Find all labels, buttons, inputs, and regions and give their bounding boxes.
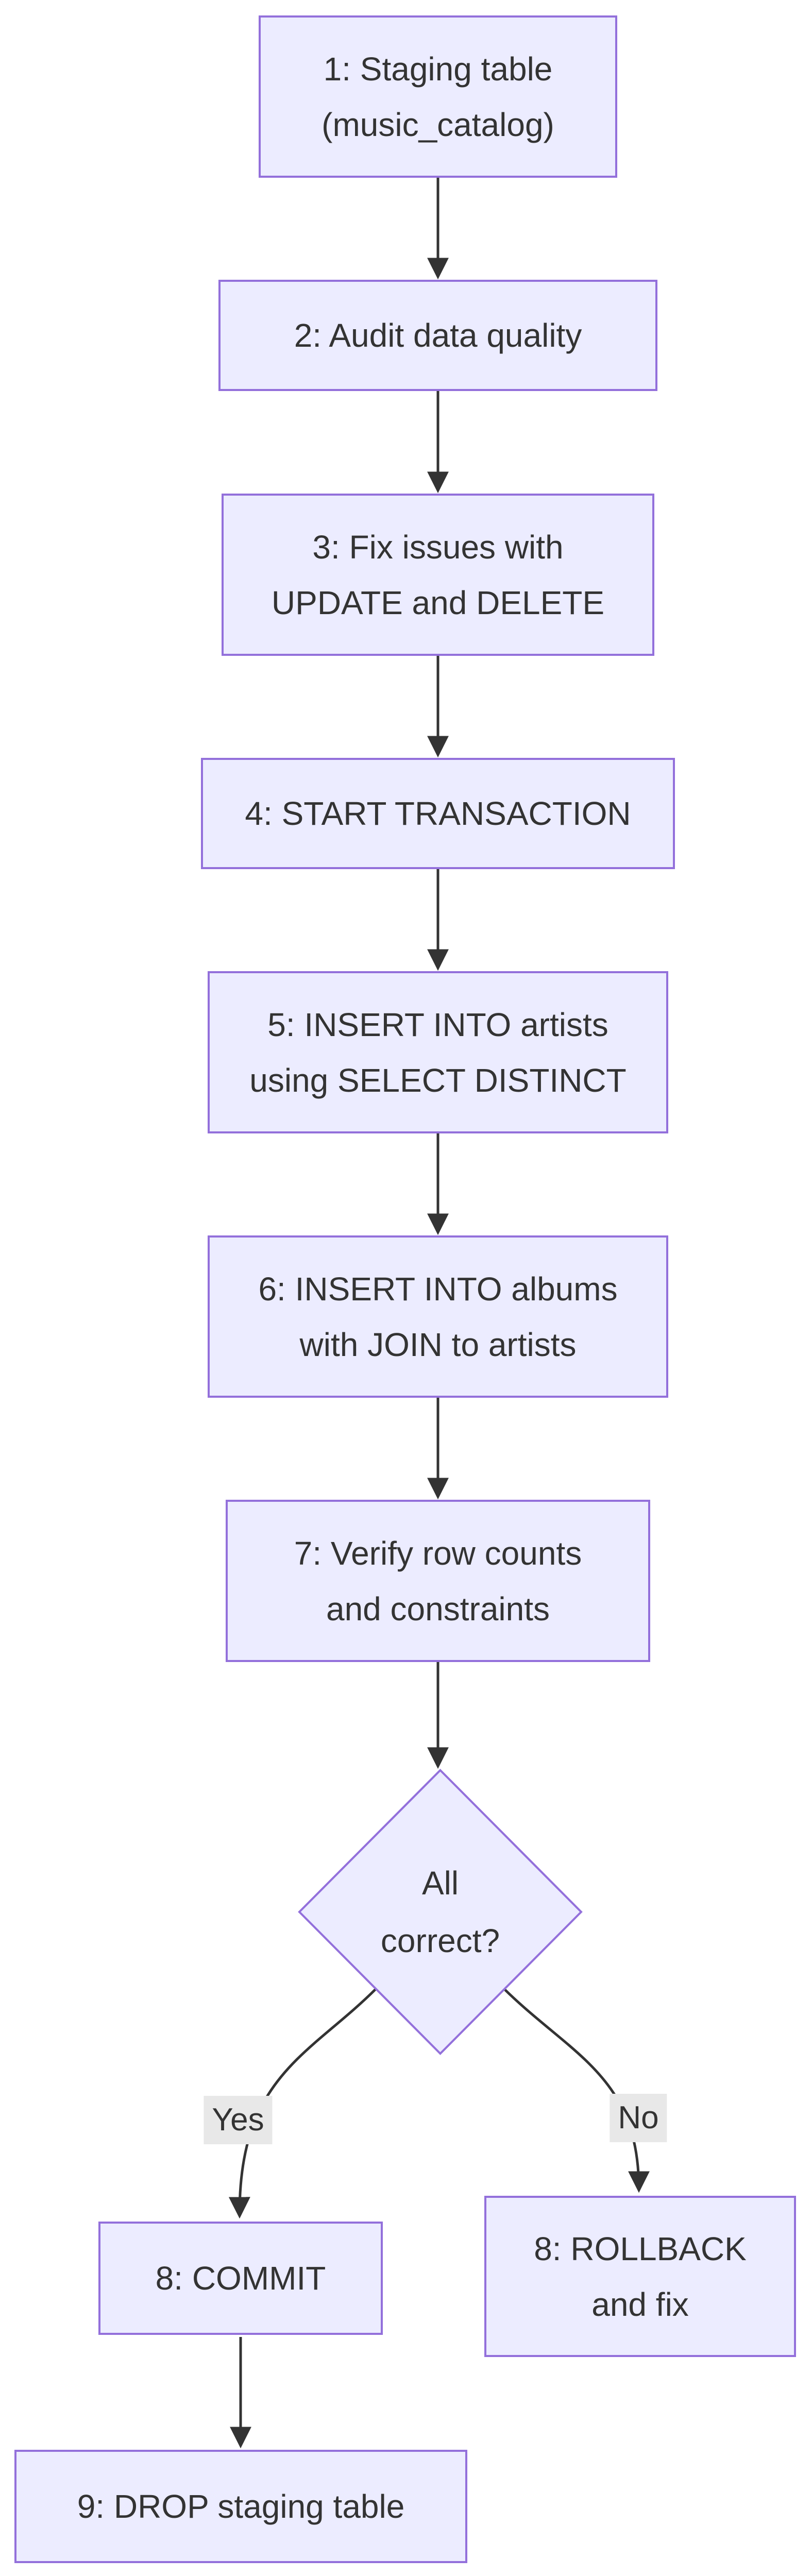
node-label-line: 4: START TRANSACTION [245, 795, 631, 832]
edge-label-yes: Yes [204, 2096, 273, 2144]
node-label-line: using SELECT DISTINCT [249, 1061, 627, 1099]
node-label-line: 9: DROP staging table [77, 2488, 405, 2525]
node-start-transaction: 4: START TRANSACTION [201, 758, 675, 869]
node-insert-artists: 5: INSERT INTO artists using SELECT DIST… [208, 971, 668, 1133]
node-drop-staging-table: 9: DROP staging table [14, 2450, 467, 2563]
edge-label-no: No [610, 2094, 667, 2142]
node-label-line: 8: COMMIT [155, 2260, 326, 2297]
node-verify-row-counts: 7: Verify row counts and constraints [226, 1500, 650, 1662]
node-audit-data-quality: 2: Audit data quality [218, 280, 657, 391]
node-fix-issues: 3: Fix issues with UPDATE and DELETE [222, 494, 654, 656]
node-rollback: 8: ROLLBACK and fix [484, 2196, 796, 2357]
node-label-line: and fix [591, 2285, 689, 2323]
node-label-line: 8: ROLLBACK [534, 2230, 747, 2267]
node-staging-table: 1: Staging table (music_catalog) [259, 15, 617, 178]
node-insert-albums: 6: INSERT INTO albums with JOIN to artis… [208, 1235, 668, 1398]
node-label-line: correct? [380, 1922, 500, 1959]
edge-decision-rollback-no [503, 1988, 650, 2193]
node-label-line: 5: INSERT INTO artists [267, 1006, 608, 1043]
node-label-line: UPDATE and DELETE [271, 584, 605, 621]
node-label-line: 7: Verify row counts [294, 1534, 582, 1572]
node-label-line: with JOIN to artists [299, 1326, 577, 1363]
decision-all-correct: All correct? [299, 1770, 581, 2054]
node-label-line: 6: INSERT INTO albums [258, 1270, 618, 1308]
node-commit: 8: COMMIT [98, 2222, 383, 2335]
node-label-line: All [421, 1865, 459, 1902]
node-label-line: and constraints [326, 1590, 550, 1628]
node-label-line: 1: Staging table [323, 50, 553, 88]
edge-decision-commit-yes [228, 1988, 377, 2219]
node-label-line: 3: Fix issues with [312, 528, 564, 566]
decision-diamond-shape [298, 1769, 583, 2055]
node-label-line: 2: Audit data quality [294, 317, 582, 354]
node-label-line: (music_catalog) [322, 106, 554, 143]
